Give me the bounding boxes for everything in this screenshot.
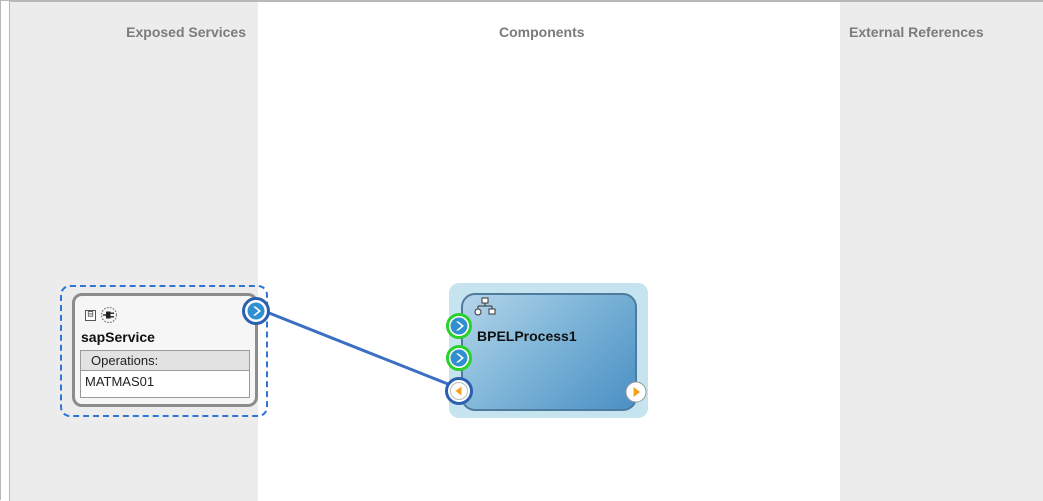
service-name: sapService: [81, 329, 155, 345]
bpel-callback-port[interactable]: [445, 377, 473, 405]
chevron-right-icon: [450, 317, 468, 335]
bpel-service-port-1[interactable]: [446, 313, 472, 339]
bpel-process-icon: [474, 297, 496, 319]
service-port[interactable]: [242, 297, 270, 325]
triangle-left-icon: [450, 382, 468, 400]
collapse-toggle-icon[interactable]: ⊟: [85, 309, 96, 321]
exposed-services-lane[interactable]: Exposed Services: [9, 1, 258, 501]
components-title: Components: [499, 24, 585, 40]
service-sapservice[interactable]: ⊟ sapService Operations: MATMAS01: [72, 293, 258, 407]
operation-item[interactable]: MATMAS01: [85, 374, 155, 389]
chevron-right-icon: [247, 302, 265, 320]
bpel-name: BPELProcess1: [477, 328, 577, 344]
chevron-right-icon: [450, 349, 468, 367]
service-selection-outline: [60, 285, 268, 417]
exposed-services-title: Exposed Services: [126, 24, 246, 40]
bpel-service-port-2[interactable]: [446, 345, 472, 371]
external-references-lane[interactable]: External References: [840, 1, 1043, 501]
triangle-right-icon: [625, 381, 647, 403]
operations-panel: Operations: MATMAS01: [80, 350, 250, 398]
service-header: ⊟: [85, 306, 118, 324]
bpel-reference-port[interactable]: [625, 381, 647, 403]
components-lane[interactable]: Components: [258, 1, 840, 501]
adapter-plug-icon: [100, 306, 118, 324]
operations-header: Operations:: [81, 351, 249, 371]
external-references-title: External References: [849, 24, 984, 40]
